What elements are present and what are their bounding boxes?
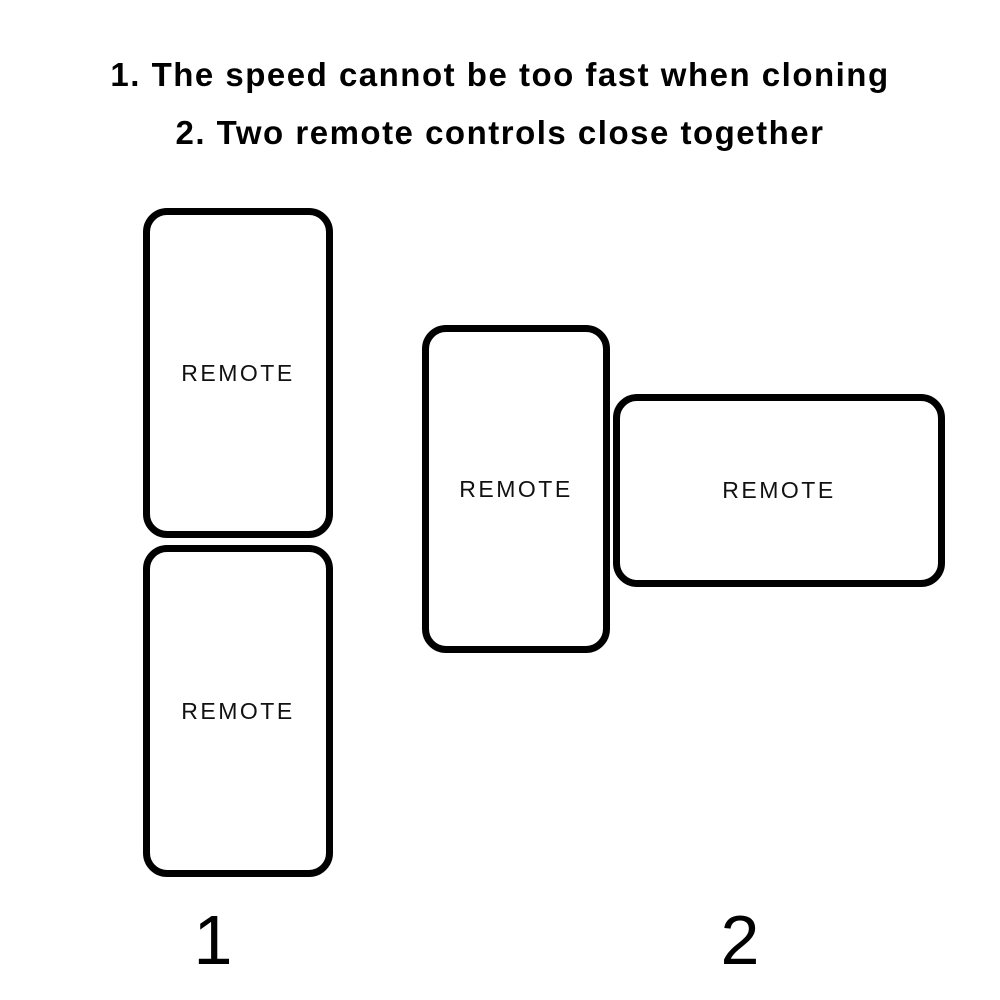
remote-card-group1-bottom: REMOTE [143, 545, 333, 877]
group-number-2: 2 [720, 901, 760, 979]
instruction-line-1: 1. The speed cannot be too fast when clo… [110, 56, 890, 93]
remote-label: REMOTE [181, 697, 295, 724]
remote-card-group1-top: REMOTE [143, 208, 333, 538]
remote-card-group2-vertical: REMOTE [422, 325, 610, 653]
remote-card-group2-horizontal: REMOTE [613, 394, 945, 587]
group-number-1: 1 [193, 901, 233, 979]
instruction-line-2: 2. Two remote controls close together [175, 114, 825, 151]
remote-label: REMOTE [459, 475, 573, 502]
remote-label: REMOTE [722, 477, 836, 503]
remote-label: REMOTE [181, 359, 295, 386]
